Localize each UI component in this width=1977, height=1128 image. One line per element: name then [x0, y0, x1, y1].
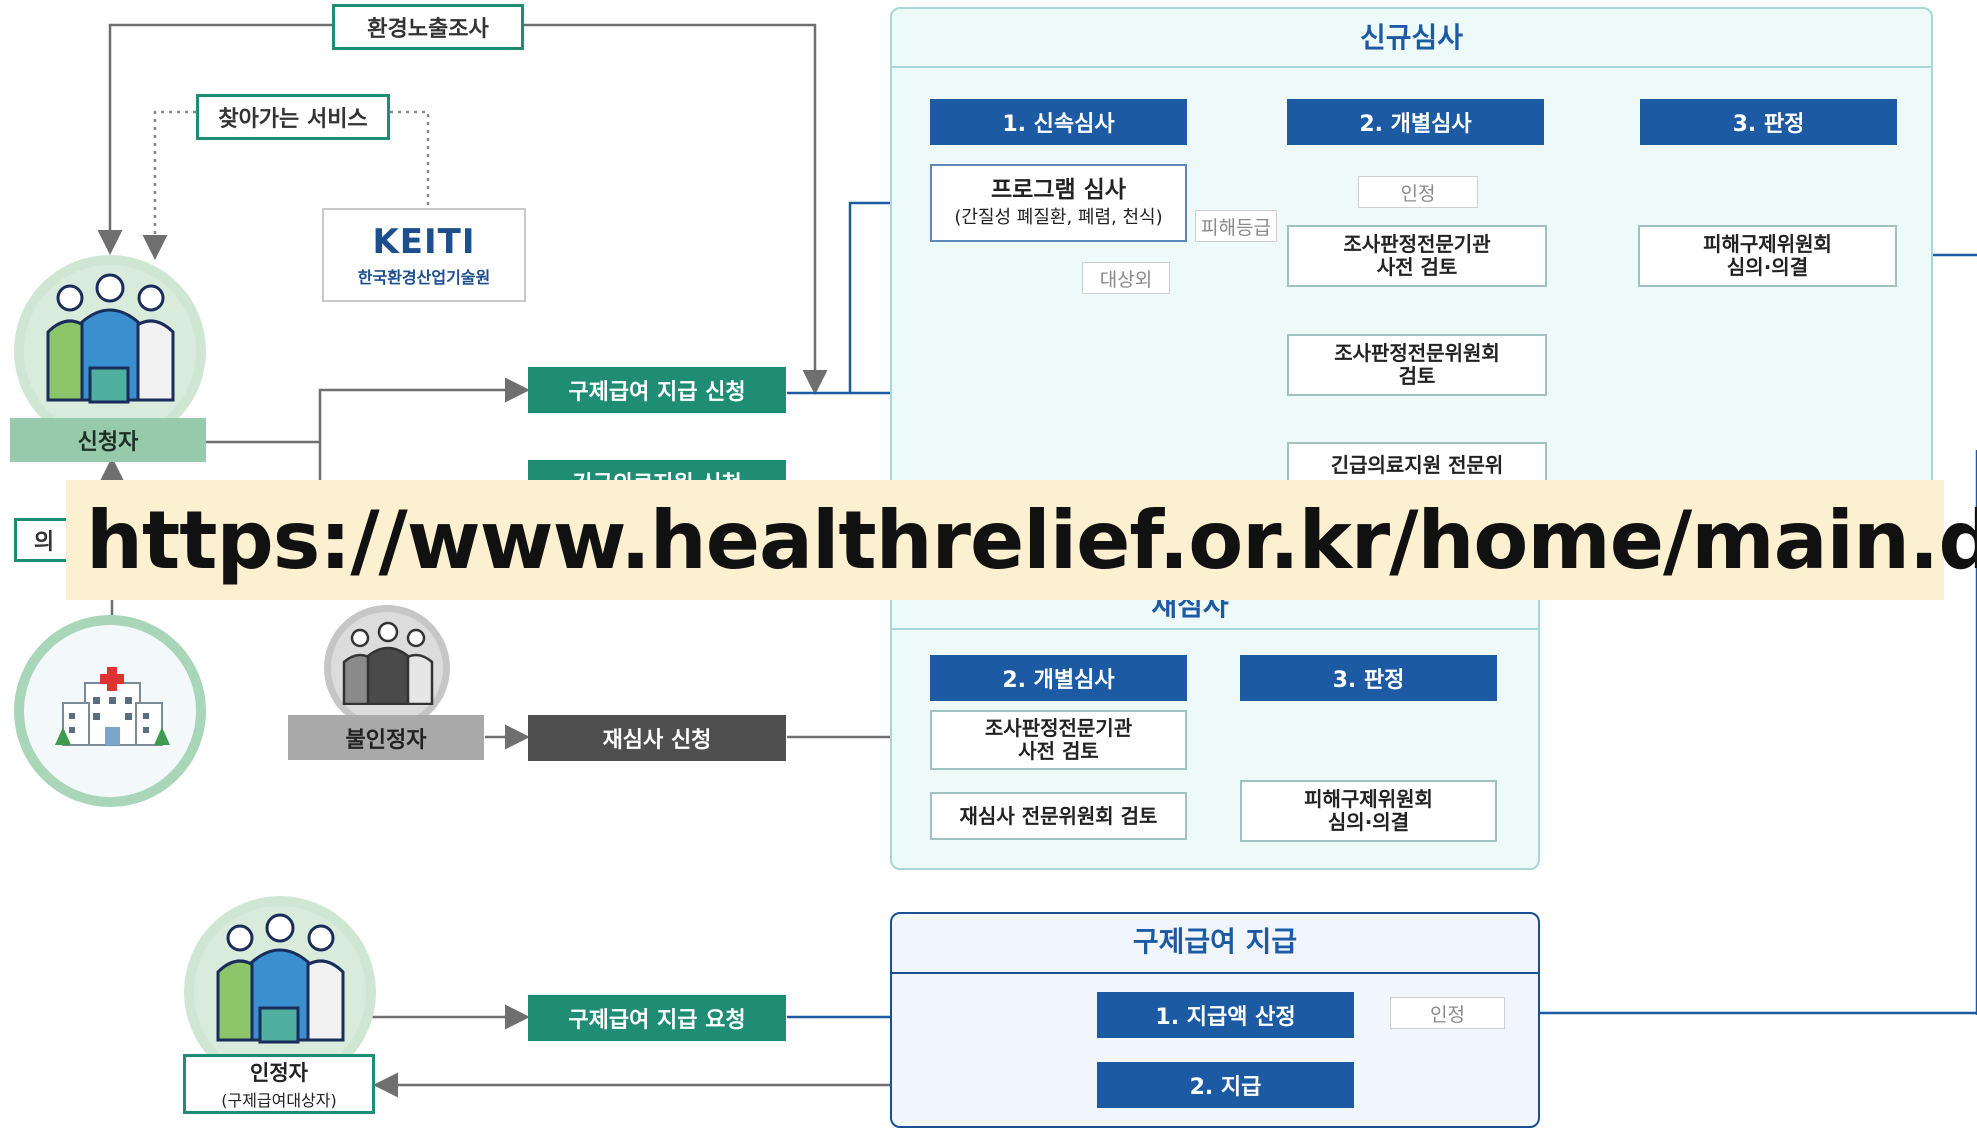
re-committee-review-label: 재심사 전문위원회 검토 [959, 803, 1158, 828]
recognized-label-line2: (구제급여대상자) [221, 1091, 337, 1110]
payment-pay-step: 2. 지급 [1097, 1062, 1354, 1108]
program-review-title: 프로그램 심사 [991, 177, 1126, 204]
re-relief-committee-line2: 심의·의결 [1327, 810, 1410, 834]
recognized-people-icon [216, 913, 345, 1044]
new-review-title: 신규심사 [1359, 21, 1464, 54]
payment-divider [892, 972, 1538, 974]
committee-review-box[interactable]: 조사판정전문위원회 검토 [1287, 334, 1547, 396]
emergency-committee-label: 긴급의료지원 전문위 [1330, 453, 1504, 477]
visiting-service-label: 찾아가는 서비스 [196, 94, 390, 140]
committee-review-line2: 검토 [1398, 364, 1436, 388]
env-exposure-label: 환경노출조사 [332, 4, 524, 50]
url-overlay-text: https://www.healthrelief.or.kr/home/main… [86, 493, 1977, 587]
url-overlay-banner: https://www.healthrelief.or.kr/home/main… [66, 480, 1977, 600]
step-decision: 3. 판정 [1640, 99, 1897, 145]
keiti-logo: KEITI [372, 222, 476, 262]
recognized-label: 인정자 (구제급여대상자) [183, 1054, 375, 1114]
partial-left-text: 의 [33, 530, 55, 555]
committee-review-line1: 조사판정전문위원회 [1334, 341, 1500, 365]
relief-committee-line1: 피해구제위원회 [1703, 232, 1832, 256]
applicant-label: 신청자 [10, 418, 206, 462]
step-quick-review: 1. 신속심사 [930, 99, 1187, 145]
payment-title: 구제급여 지급 [1132, 925, 1298, 958]
partial-left-label: 의 [14, 518, 74, 562]
re-inst-pre-review-line2: 사전 검토 [1018, 739, 1099, 763]
keiti-name: 한국환경산업기술원 [357, 268, 491, 287]
inst-pre-review-line2: 사전 검토 [1376, 255, 1458, 279]
re-committee-review-box[interactable]: 재심사 전문위원회 검토 [930, 792, 1187, 840]
re-relief-committee-line1: 피해구제위원회 [1304, 787, 1433, 811]
non-target-tag: 대상외 [1082, 262, 1170, 294]
re-relief-committee-box[interactable]: 피해구제위원회 심의·의결 [1240, 780, 1497, 842]
people-icon [46, 273, 175, 404]
payment-calc-step: 1. 지급액 산정 [1097, 992, 1354, 1038]
re-inst-pre-review-line1: 조사판정전문기관 [984, 716, 1133, 740]
apply-benefit-button[interactable]: 구제급여 지급 신청 [528, 367, 786, 413]
recognized-label-line1: 인정자 [250, 1061, 308, 1085]
rejected-label: 불인정자 [288, 715, 484, 760]
keiti-logo-box: KEITI 한국환경산업기술원 [322, 208, 526, 302]
payment-approved-tag: 인정 [1390, 997, 1505, 1029]
re-step-decision: 3. 판정 [1240, 655, 1497, 701]
hospital-icon [55, 667, 170, 746]
re-review-divider [892, 628, 1538, 630]
re-review-apply-button[interactable]: 재심사 신청 [528, 715, 786, 761]
relief-committee-box[interactable]: 피해구제위원회 심의·의결 [1638, 225, 1897, 287]
re-inst-pre-review-box[interactable]: 조사판정전문기관 사전 검토 [930, 710, 1187, 770]
inst-pre-review-line1: 조사판정전문기관 [1343, 232, 1491, 256]
rejected-people-icon [342, 621, 434, 705]
inst-pre-review-box[interactable]: 조사판정전문기관 사전 검토 [1287, 225, 1547, 287]
re-step-individual-review: 2. 개별심사 [930, 655, 1187, 701]
program-review-box[interactable]: 프로그램 심사 (간질성 폐질환, 폐렴, 천식) [930, 164, 1187, 242]
emergency-committee-box[interactable]: 긴급의료지원 전문위 [1287, 442, 1547, 482]
step-individual-review: 2. 개별심사 [1287, 99, 1544, 145]
relief-committee-line2: 심의·의결 [1726, 255, 1809, 279]
program-review-subtitle: (간질성 폐질환, 폐렴, 천식) [954, 206, 1163, 228]
new-review-divider [892, 66, 1931, 68]
payment-request-button[interactable]: 구제급여 지급 요청 [528, 995, 786, 1041]
approved-tag: 인정 [1358, 176, 1478, 208]
damage-grade-tag: 피해등급 [1195, 210, 1277, 242]
